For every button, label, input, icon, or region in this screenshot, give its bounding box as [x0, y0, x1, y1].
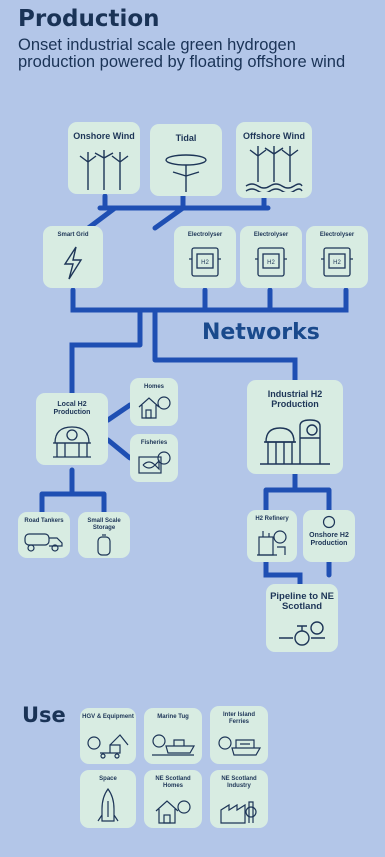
electrolyser-icon: H2 — [321, 247, 353, 277]
road-tankers-label: Road Tankers — [24, 518, 64, 524]
tidal-card: Tidal — [150, 124, 222, 196]
electrolyser-card-2: Electrolyser H2 — [240, 226, 302, 288]
house-icon — [155, 800, 191, 824]
lightning-icon — [63, 246, 83, 280]
small-scale-storage-label: Small Scale Storage — [87, 518, 121, 531]
page-title: Production — [18, 6, 160, 32]
fisheries-label: Fisheries — [140, 440, 168, 446]
onshore-wind-label: Onshore Wind — [73, 131, 135, 141]
svg-text:H2: H2 — [201, 260, 209, 266]
onshore-wind-card: Onshore Wind — [68, 122, 140, 194]
page-subtitle: Onset industrial scale green hydrogen pr… — [18, 36, 346, 71]
homes-label: Homes — [143, 384, 164, 390]
electrolyser-label-3: Electrolyser — [319, 232, 355, 238]
marine-tug-card: Marine Tug — [144, 708, 202, 764]
ne-scotland-industry-card: NE Scotland Industry — [210, 770, 268, 828]
industrial-h2-label: Industrial H2 Production — [267, 389, 323, 409]
factory-icon — [220, 801, 257, 824]
excavator-icon — [87, 734, 129, 759]
road-tankers-card: Road Tankers — [18, 512, 70, 558]
fisheries-card: Fisheries — [130, 434, 178, 482]
homes-card: Homes — [130, 378, 178, 426]
smart-grid-label: Smart Grid — [57, 232, 89, 238]
house-icon — [138, 396, 171, 419]
offshore-turbine-icon — [245, 146, 303, 192]
ne-scotland-homes-card: NE Scotland Homes — [144, 770, 202, 828]
pipeline-label: Pipeline to NE Scotland — [270, 591, 334, 613]
electrolyser-icon: H2 — [255, 247, 287, 277]
industrial-plant-icon — [260, 419, 330, 465]
tanker-truck-icon — [24, 533, 63, 552]
hgv-label: HGV & Equipment — [82, 714, 134, 720]
tidal-turbine-icon — [165, 154, 207, 192]
offshore-wind-card: Offshore Wind — [236, 122, 312, 198]
h2-badge-icon — [322, 515, 336, 529]
smart-grid-card: Smart Grid — [43, 226, 103, 288]
pipeline-valve-icon — [279, 621, 325, 646]
h2-refinery-label: H2 Refinery — [255, 516, 289, 522]
small-scale-storage-card: Small Scale Storage — [78, 512, 130, 558]
tugboat-icon — [152, 734, 196, 756]
offshore-wind-label: Offshore Wind — [243, 131, 305, 141]
onshore-h2-production-card: Onshore H2 Production — [303, 510, 355, 562]
h2-refinery-card: H2 Refinery — [247, 510, 297, 562]
electrolyser-icon: H2 — [189, 247, 221, 277]
gas-storage-tank-icon — [53, 426, 91, 458]
fish-icon — [138, 451, 171, 474]
electrolyser-label-1: Electrolyser — [187, 232, 223, 238]
inter-island-ferries-card: Inter Island Ferries — [210, 706, 268, 764]
use-heading: Use — [22, 703, 66, 727]
electrolyser-label-2: Electrolyser — [253, 232, 289, 238]
onshore-h2-label: Onshore H2 Production — [309, 532, 349, 547]
electrolyser-card-1: Electrolyser H2 — [174, 226, 236, 288]
networks-heading: Networks — [202, 320, 320, 345]
ferry-icon — [218, 736, 262, 756]
tidal-label: Tidal — [175, 133, 197, 143]
local-h2-label: Local H2 Production — [53, 401, 91, 416]
local-h2-production-card: Local H2 Production — [36, 393, 108, 465]
svg-text:H2: H2 — [267, 260, 275, 266]
wind-turbine-icon — [79, 150, 129, 190]
svg-text:H2: H2 — [333, 260, 341, 266]
space-card: Space — [80, 770, 136, 828]
ne-industry-label: NE Scotland Industry — [221, 776, 257, 789]
rocket-icon — [97, 787, 119, 822]
industrial-h2-production-card: Industrial H2 Production — [247, 380, 343, 474]
refinery-icon — [257, 530, 287, 556]
electrolyser-card-3: Electrolyser H2 — [306, 226, 368, 288]
ferries-label: Inter Island Ferries — [222, 712, 255, 725]
marine-tug-label: Marine Tug — [157, 714, 189, 720]
pipeline-card: Pipeline to NE Scotland — [266, 584, 338, 652]
hgv-equipment-card: HGV & Equipment — [80, 708, 136, 764]
ne-homes-label: NE Scotland Homes — [155, 776, 191, 789]
space-label: Space — [99, 776, 117, 782]
cylinder-icon — [97, 534, 111, 556]
